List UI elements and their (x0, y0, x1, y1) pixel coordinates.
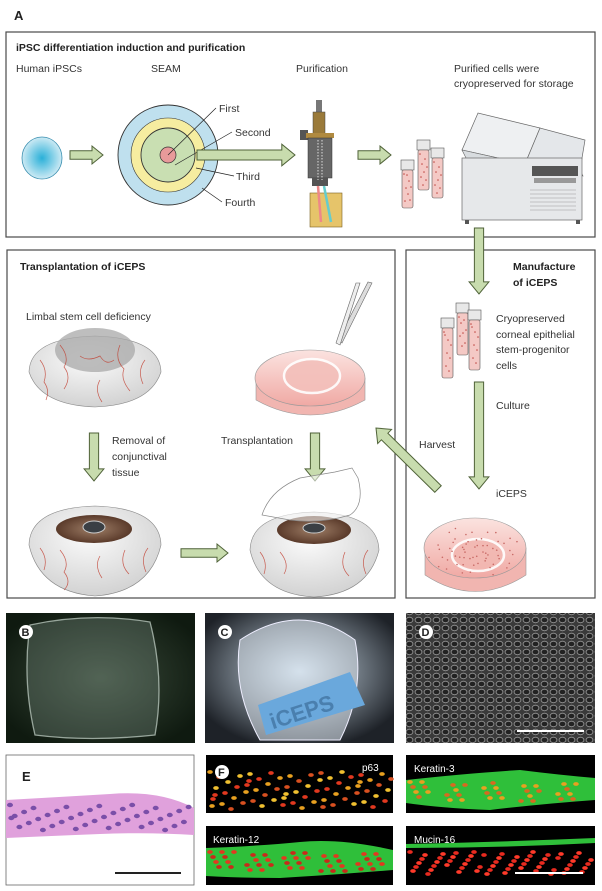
removal-label-line3: tissue (112, 467, 140, 479)
panel-a-label: A (14, 8, 24, 23)
arrow-ipsc-to-seam (69, 144, 104, 166)
panel-d-image (406, 613, 595, 743)
arrow-seam-to-purification (196, 143, 296, 167)
transplantation-frame (6, 249, 396, 599)
cells-label-line3: stem-progenitor (496, 344, 570, 356)
seam-diagram (117, 104, 235, 206)
arrow-shape (468, 227, 490, 295)
removal-label-line1: Removal of (112, 435, 165, 447)
storage-label-line2: cryopreserved for storage (454, 78, 574, 90)
panel-c: iCEPS C (205, 613, 394, 743)
harvest-label: Harvest (419, 439, 455, 451)
arrow-shape (375, 427, 442, 494)
panel-b-image (6, 613, 195, 743)
manufacture-title-line1: Manufacture (513, 261, 576, 273)
arrow-to-transplant (180, 542, 229, 564)
ipsc-colony-icon (21, 136, 63, 180)
manufacture-section: Manufacture of iCEPS Cryopreserved corne… (405, 249, 596, 599)
arrow-removal (83, 432, 105, 482)
eye-after-removal-icon (28, 505, 162, 597)
arrow-culture (468, 381, 490, 490)
top-section: iPSC differentiation induction and purif… (5, 31, 596, 238)
arrow-storage-to-manufacture (468, 227, 490, 295)
transplantation-label: Transplantation (221, 435, 293, 447)
panel-e: E (5, 754, 195, 886)
eye-lscd-icon (28, 328, 162, 408)
panel-f-p63 (206, 755, 393, 813)
arrow-shape (83, 432, 105, 482)
stain-label-keratin3: Keratin-3 (414, 764, 455, 775)
iceps-label: iCEPS (496, 488, 527, 500)
panel-b: B (6, 613, 195, 743)
top-section-title: iPSC differentiation induction and purif… (16, 42, 245, 54)
transplantation-section: Transplantation of iCEPS Limbal stem cel… (6, 249, 455, 599)
seam-zone-first: First (219, 103, 239, 115)
step-purification: Purification (296, 63, 348, 75)
iceps-dish-icon (423, 517, 527, 592)
arrow-shape (196, 143, 296, 167)
arrow-shape (69, 144, 104, 166)
arrow-shape (468, 381, 490, 490)
removal-label-line2: conjunctival (112, 451, 167, 463)
stain-label-keratin12: Keratin-12 (213, 835, 260, 846)
seam-zone-third: Third (236, 171, 260, 183)
seam-zone-second: Second (235, 127, 271, 139)
arrow-transplantation (304, 432, 326, 482)
condition-label: Limbal stem cell deficiency (26, 311, 152, 323)
cells-label-line2: corneal epithelial (496, 329, 575, 341)
panel-d-label: D (422, 627, 430, 639)
arrow-shape (357, 144, 392, 166)
arrow-purification-to-storage (357, 144, 392, 166)
freezer-icon (461, 112, 586, 224)
panel-f: p63 F Keratin-3 Keratin-12 Mucin-16 (206, 755, 595, 885)
cell-sorter-icon (300, 100, 343, 228)
panel-c-label: C (221, 627, 229, 639)
stain-label-mucin16: Mucin-16 (414, 835, 456, 846)
cells-label-line1: Cryopreserved (496, 313, 565, 325)
arrow-shape (180, 542, 229, 564)
manufacture-frame (405, 249, 596, 599)
panel-b-label: B (22, 627, 30, 639)
step-human-ipscs: Human iPSCs (16, 63, 82, 75)
stain-label-p63: p63 (362, 763, 379, 774)
manufacture-title-line2: of iCEPS (513, 277, 557, 289)
arrow-shape (304, 432, 326, 482)
culture-label: Culture (496, 400, 530, 412)
cells-label-line4: cells (496, 360, 517, 372)
cryovials-icon (400, 139, 445, 209)
panel-e-label: E (22, 769, 31, 784)
storage-label-line1: Purified cells were (454, 63, 539, 75)
dish-with-tweezers-icon (254, 281, 373, 416)
cryovials-icon (440, 302, 482, 379)
arrow-harvest (375, 427, 442, 494)
seam-zone-fourth: Fourth (225, 197, 256, 209)
panel-f-label: F (218, 767, 225, 779)
top-section-frame (5, 31, 596, 238)
step-seam: SEAM (151, 63, 181, 75)
transplantation-title: Transplantation of iCEPS (20, 261, 145, 273)
eye-with-graft-icon (249, 467, 380, 598)
panel-d: D (406, 613, 595, 743)
